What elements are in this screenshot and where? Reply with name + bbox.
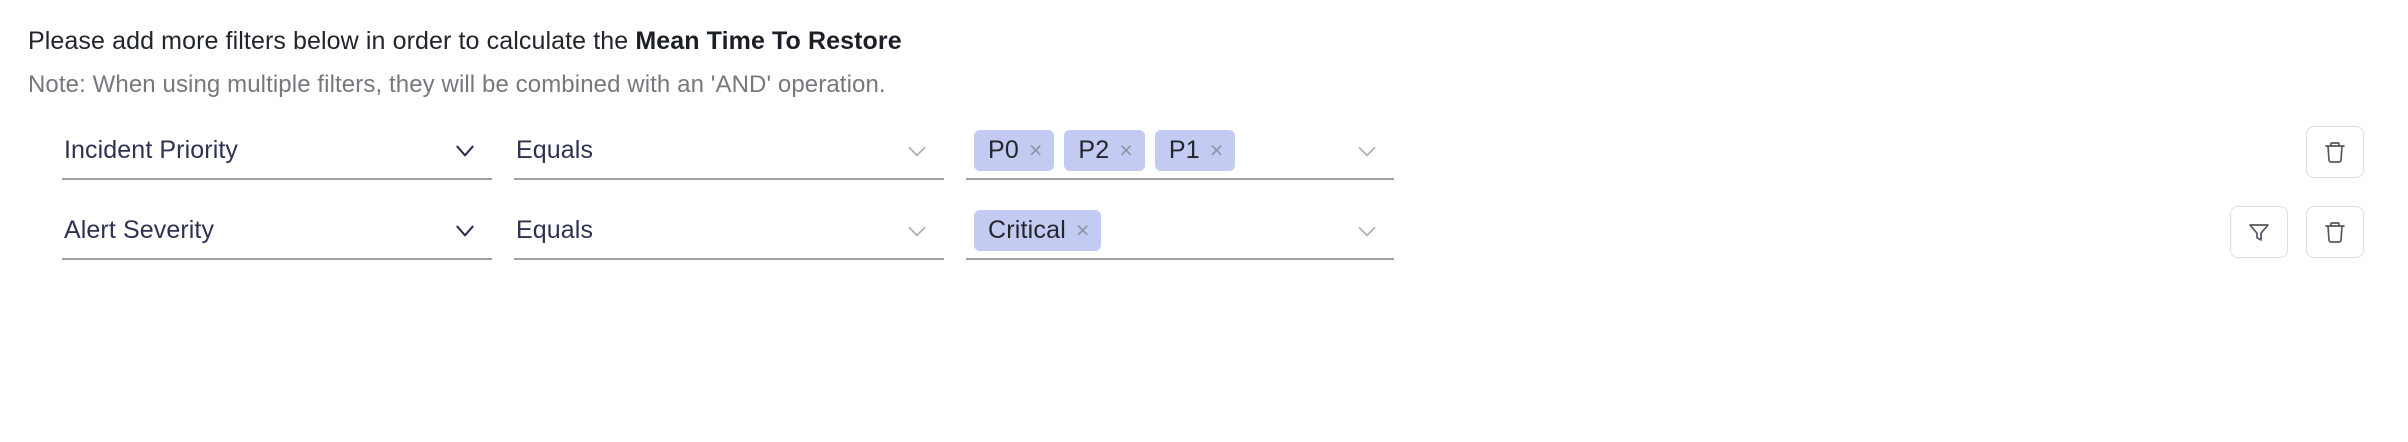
chevron-down-icon [1358, 226, 1376, 236]
filter-field-value: Alert Severity [64, 216, 215, 244]
filter-row-actions [2230, 203, 2408, 260]
chevron-down-icon [456, 225, 474, 236]
chevron-down-icon [1358, 146, 1376, 156]
close-icon[interactable]: × [1076, 217, 1090, 243]
page-title: Please add more filters below in order t… [28, 24, 2408, 58]
filter-value-chip[interactable]: P1 × [1154, 130, 1236, 171]
trash-icon [2325, 141, 2345, 163]
page-title-metric: Mean Time To Restore [635, 27, 902, 55]
chevron-down-icon [456, 145, 474, 156]
close-icon[interactable]: × [1209, 137, 1224, 163]
filter-operator-select[interactable]: Equals [514, 203, 944, 260]
filter-value-select[interactable]: P0 × P2 × P1 × [966, 123, 1394, 180]
filter-value-chip-list: Critical × [974, 210, 1102, 251]
filter-row-actions [2230, 123, 2408, 180]
filter-value-chip[interactable]: Critical × [974, 210, 1102, 251]
funnel-icon [2249, 223, 2269, 241]
chevron-down-icon [908, 146, 926, 156]
chip-label: P1 [1168, 136, 1200, 164]
chip-label: Critical [988, 216, 1066, 244]
filter-operator-value: Equals [516, 216, 594, 244]
filter-field-select[interactable]: Alert Severity [62, 203, 492, 260]
close-icon[interactable]: × [1028, 137, 1043, 163]
filter-row: Incident Priority Equals P0 × [0, 123, 2408, 203]
chip-label: P0 [988, 136, 1019, 164]
filter-value-chip-list: P0 × P2 × P1 × [974, 130, 1236, 171]
filter-operator-value: Equals [516, 136, 594, 164]
filter-value-chip[interactable]: P0 × [974, 130, 1055, 171]
filter-field-value: Incident Priority [64, 136, 238, 164]
trash-icon [2325, 221, 2345, 243]
chip-label: P2 [1078, 136, 1110, 164]
close-icon[interactable]: × [1119, 137, 1133, 163]
filter-action-spacer [2230, 126, 2288, 178]
page-title-prefix: Please add more filters below in order t… [28, 27, 636, 55]
filter-note: Note: When using multiple filters, they … [28, 71, 886, 98]
delete-filter-button[interactable] [2306, 205, 2364, 258]
filter-operator-select[interactable]: Equals [514, 123, 944, 180]
filter-value-chip[interactable]: P2 × [1064, 130, 1145, 171]
filter-row: Alert Severity Equals Critical × [0, 203, 2408, 283]
filter-row-list: Incident Priority Equals P0 × [0, 123, 2408, 283]
add-nested-filter-button[interactable] [2230, 205, 2288, 258]
chevron-down-icon [908, 226, 926, 236]
filter-value-select[interactable]: Critical × [966, 203, 1394, 260]
filter-field-select[interactable]: Incident Priority [62, 123, 492, 180]
delete-filter-button[interactable] [2306, 125, 2364, 178]
